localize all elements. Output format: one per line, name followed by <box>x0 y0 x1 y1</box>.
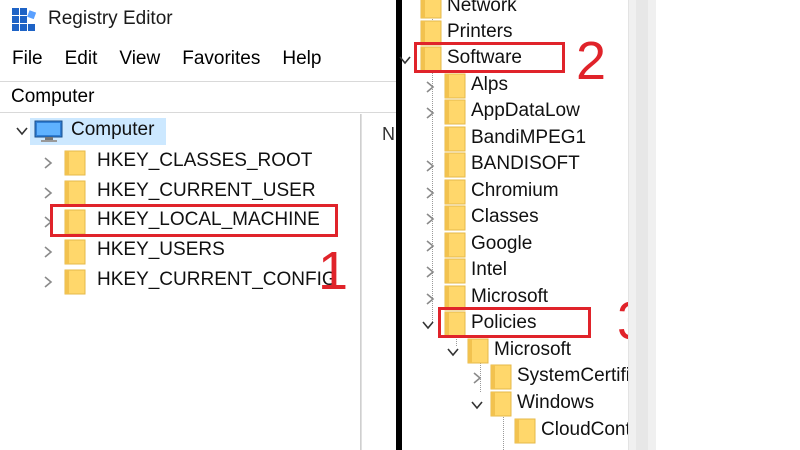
folder-icon <box>490 389 512 417</box>
tree-item-hkey-users[interactable]: HKEY_USERS <box>97 239 225 260</box>
chevron-right-icon[interactable] <box>423 80 437 94</box>
folder-icon <box>467 336 489 364</box>
folder-icon <box>444 283 466 311</box>
highlight-box-step-3 <box>438 307 591 338</box>
tree-item-chromium[interactable]: Chromium <box>471 180 559 201</box>
tree-item-computer[interactable]: Computer <box>71 119 155 140</box>
tree-pane[interactable] <box>0 114 361 450</box>
window-title: Registry Editor <box>48 8 173 29</box>
folder-icon <box>444 97 466 125</box>
tree-item-cloudcontent[interactable]: CloudCont <box>541 419 631 440</box>
tree-item-hkey-classes-root[interactable]: HKEY_CLASSES_ROOT <box>97 150 313 171</box>
menu-file[interactable]: File <box>12 48 43 69</box>
folder-icon <box>420 18 442 46</box>
tree-item-bandimpeg1[interactable]: BandiMPEG1 <box>471 127 587 148</box>
folder-icon <box>64 178 86 206</box>
folder-icon <box>420 0 442 19</box>
address-text: Computer <box>11 86 95 107</box>
chevron-down-icon[interactable] <box>470 398 484 412</box>
tree-item-alps[interactable]: Alps <box>471 74 508 95</box>
chevron-right-icon[interactable] <box>423 292 437 306</box>
folder-icon <box>444 230 466 258</box>
menu-edit[interactable]: Edit <box>64 48 98 69</box>
folder-icon <box>490 362 512 390</box>
tree-item-systemcertificates[interactable]: SystemCertific <box>517 365 640 386</box>
chevron-down-icon[interactable] <box>15 124 29 138</box>
folder-icon <box>64 148 86 176</box>
tree-guide-line <box>456 336 457 346</box>
folder-icon <box>444 150 466 178</box>
panel-divider <box>396 0 402 450</box>
menu-favorites[interactable]: Favorites <box>182 48 261 69</box>
tree-item-microsoft[interactable]: Microsoft <box>471 286 549 307</box>
highlight-box-step-1 <box>50 204 338 237</box>
folder-icon <box>514 416 536 444</box>
registry-editor-icon <box>11 7 37 33</box>
menu-help[interactable]: Help <box>282 48 322 69</box>
chevron-right-icon[interactable] <box>470 371 484 385</box>
folder-icon <box>64 267 86 295</box>
highlight-box-step-2 <box>414 42 565 73</box>
tree-item-policies[interactable]: Policies <box>471 312 537 333</box>
tree-item-printers[interactable]: Printers <box>447 21 513 42</box>
chevron-down-icon[interactable] <box>446 345 460 359</box>
tree-item-intel[interactable]: Intel <box>471 259 507 280</box>
tree-item-hkey-current-user[interactable]: HKEY_CURRENT_USER <box>97 180 316 201</box>
scrollbar-thumb[interactable] <box>636 0 648 450</box>
folder-icon <box>64 237 86 265</box>
values-pane-edge: N <box>361 114 396 450</box>
chevron-right-icon[interactable] <box>41 275 55 289</box>
tree-guide-line <box>432 0 433 40</box>
chevron-right-icon[interactable] <box>41 156 55 170</box>
tree-item-google[interactable]: Google <box>471 233 533 254</box>
tree-item-software[interactable]: Software <box>447 47 522 68</box>
title-bar: Registry Editor <box>0 0 396 40</box>
tree-item-hkey-local-machine[interactable]: HKEY_LOCAL_MACHINE <box>97 209 320 230</box>
step-number-2: 2 <box>576 31 607 91</box>
tree-guide-line <box>480 362 481 392</box>
tree-item-windows[interactable]: Windows <box>517 392 595 413</box>
chevron-down-icon[interactable] <box>421 318 435 332</box>
values-pane-header-fragment: N <box>382 124 395 144</box>
tree-guide-line <box>503 415 504 450</box>
chevron-down-icon[interactable] <box>398 53 412 67</box>
computer-icon <box>34 119 64 143</box>
step-number-1: 1 <box>318 241 349 301</box>
tree-item-classes[interactable]: Classes <box>471 206 539 227</box>
folder-icon <box>444 256 466 284</box>
tree-item-policies-microsoft[interactable]: Microsoft <box>494 339 572 360</box>
chevron-right-icon[interactable] <box>41 245 55 259</box>
values-pane <box>656 0 800 450</box>
tree-item-appdatalow[interactable]: AppDataLow <box>471 100 580 121</box>
tree-guide-line <box>432 72 433 322</box>
chevron-right-icon[interactable] <box>423 239 437 253</box>
chevron-right-icon[interactable] <box>423 212 437 226</box>
tree-item-hkey-current-config[interactable]: HKEY_CURRENT_CONFIG <box>97 269 337 290</box>
folder-icon <box>444 177 466 205</box>
tree-item-network[interactable]: Network <box>447 0 517 16</box>
chevron-right-icon[interactable] <box>423 186 437 200</box>
chevron-right-icon[interactable] <box>423 159 437 173</box>
folder-icon <box>444 203 466 231</box>
menu-bar: File Edit View Favorites Help <box>0 46 331 76</box>
chevron-right-icon[interactable] <box>41 186 55 200</box>
left-panel: Registry Editor File Edit View Favorites… <box>0 0 396 450</box>
menu-view[interactable]: View <box>119 48 161 69</box>
chevron-right-icon[interactable] <box>423 106 437 120</box>
folder-icon <box>444 124 466 152</box>
chevron-right-icon[interactable] <box>423 265 437 279</box>
folder-icon <box>444 71 466 99</box>
address-bar[interactable]: Computer <box>0 81 396 113</box>
tree-item-bandisoft[interactable]: BANDISOFT <box>471 153 580 174</box>
